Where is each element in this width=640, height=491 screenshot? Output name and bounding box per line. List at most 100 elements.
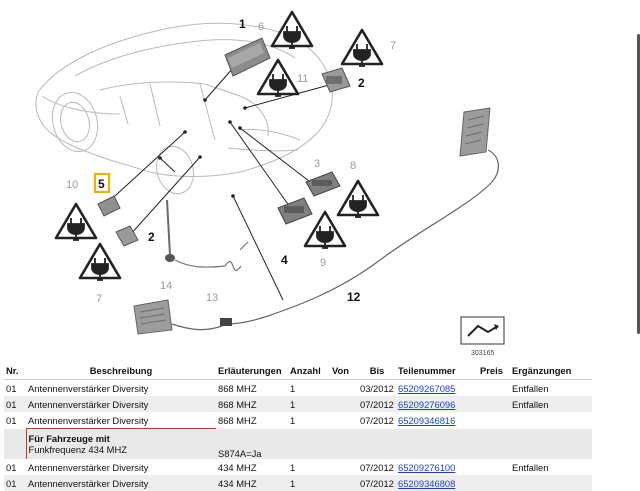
cell-bis: 07/2012: [360, 461, 394, 473]
cell-preis: [478, 396, 510, 412]
cell-erlaeuterungen: 434 MHZ: [218, 461, 257, 473]
cell-ergaenzungen: Entfallen: [510, 396, 592, 412]
cell-erlaeuterungen: 868 MHZ: [218, 414, 257, 426]
cell-teilenummer: 65209276096: [396, 396, 478, 412]
cell-nr: 01: [6, 382, 17, 394]
cell-preis: [478, 412, 510, 429]
cell-von: [330, 380, 358, 397]
col-header-erlaeuterungen: Erläuterungen: [216, 362, 288, 380]
cell-preis: [478, 475, 510, 491]
cell-von: [330, 396, 358, 412]
callout-11: 11: [297, 73, 308, 85]
cell-von: [330, 475, 358, 491]
cell-von: [330, 459, 358, 475]
callout-6: 6: [258, 21, 264, 33]
callout-2-lower: 2: [148, 230, 155, 244]
col-header-beschreibung: Beschreibung: [26, 362, 216, 380]
rear-window-antenna-panel: [459, 107, 491, 157]
table-row: 01 Antennenverstärker Diversity 434 MHZ …: [4, 459, 592, 475]
part-4-amplifier: [277, 197, 313, 225]
cell-von: [330, 412, 358, 429]
col-header-bis: Bis: [358, 362, 396, 380]
cell-anzahl: 1: [290, 461, 296, 473]
table-row: 01 Antennenverstärker Diversity 434 MHZ …: [4, 475, 592, 491]
cell-erlaeuterungen: 868 MHZ: [218, 382, 257, 394]
cell-bis: 07/2012: [358, 475, 396, 491]
col-header-anzahl: Anzahl: [288, 362, 330, 380]
note-subtitle: Funkfrequenz 434 MHZ: [28, 444, 127, 455]
cell-ergaenzungen: [510, 475, 592, 491]
cell-anzahl: 1: [288, 396, 330, 412]
warning-triangle-11: [256, 58, 300, 98]
col-header-von: Von: [330, 362, 358, 380]
warning-triangle-9: [303, 210, 347, 250]
part-2-bracket-upper: [321, 67, 351, 93]
note-empty-cell: [4, 428, 26, 459]
col-header-preis: Preis: [478, 362, 510, 380]
cell-erlaeuterungen: 868 MHZ: [216, 396, 288, 412]
cell-anzahl: 1: [288, 475, 330, 491]
cell-ergaenzungen: Entfallen: [512, 461, 549, 473]
cell-nr: 01: [6, 461, 17, 473]
part-3-amplifier: [305, 171, 341, 197]
callout-2-upper: 2: [358, 76, 365, 90]
callout-7-upper: 7: [390, 40, 396, 52]
cell-beschreibung: Antennenverstärker Diversity: [28, 382, 149, 394]
image-number: 303165: [471, 350, 494, 357]
table-row: 01 Antennenverstärker Diversity 868 MHZ …: [4, 380, 592, 397]
cell-teilenummer: 65209346808: [396, 475, 478, 491]
car-outline: [35, 22, 333, 195]
note-title: Für Fahrzeuge mit: [28, 433, 110, 444]
callout-5-highlight: [93, 172, 111, 194]
cell-anzahl: 1: [290, 414, 296, 426]
cell-preis: [478, 459, 510, 475]
parts-table: Nr. Beschreibung Erläuterungen Anzahl Vo…: [4, 362, 592, 491]
warning-triangle-7a: [340, 28, 384, 68]
part-number-link[interactable]: 65209346808: [398, 477, 456, 489]
note-row: Für Fahrzeuge mit Funkfrequenz 434 MHZ S…: [4, 428, 592, 459]
table-row: 01 Antennenverstärker Diversity 868 MHZ …: [4, 396, 592, 412]
cell-nr: 01: [4, 396, 26, 412]
part-5-amplifier: [97, 195, 121, 217]
cell-erlaeuterungen: 434 MHZ: [216, 475, 288, 491]
callout-14: 14: [160, 280, 172, 292]
part-number-link[interactable]: 65209346816: [398, 414, 456, 426]
cell-beschreibung: Antennenverstärker Diversity: [26, 475, 216, 491]
warning-triangle-7b: [78, 242, 122, 282]
col-header-teilenummer: Teilenummer: [396, 362, 478, 380]
cell-beschreibung: Antennenverstärker Diversity: [26, 396, 216, 412]
col-header-ergaenzungen: Ergänzungen: [510, 362, 592, 380]
note-value: S874A=Ja: [216, 428, 288, 459]
col-header-nr: Nr.: [4, 362, 26, 380]
callout-9: 9: [320, 257, 326, 269]
callout-3: 3: [314, 158, 320, 170]
cell-ergaenzungen: [510, 412, 592, 429]
warning-triangle-8: [336, 179, 380, 219]
cell-teilenummer: 65209276100: [396, 459, 478, 475]
cell-beschreibung: Antennenverstärker Diversity: [28, 414, 149, 426]
note-cell: Für Fahrzeuge mit Funkfrequenz 434 MHZ: [25, 428, 216, 459]
cell-ergaenzungen: Entfallen: [512, 382, 549, 394]
part-number-link[interactable]: 65209276100: [398, 461, 456, 473]
callout-8: 8: [350, 160, 356, 172]
cell-nr: 01: [6, 414, 17, 426]
cell-anzahl: 1: [290, 382, 296, 394]
vertical-scrollbar[interactable]: [637, 34, 640, 334]
callout-4: 4: [281, 253, 288, 267]
bumper-antenna-panel: [133, 299, 233, 335]
part-number-link[interactable]: 65209276096: [398, 398, 456, 410]
cell-teilenummer: 65209346816: [396, 412, 478, 429]
part-1-antenna-module: [224, 37, 271, 77]
parts-diagram: 1 2 2 3 4 5 6 7 7 8 9 10 11 12 13 14 303…: [35, 10, 505, 357]
cell-nr: 01: [4, 475, 26, 491]
part-12-cable: [225, 149, 499, 325]
table-header-row: Nr. Beschreibung Erläuterungen Anzahl Vo…: [4, 362, 592, 380]
callout-5: 5: [98, 177, 105, 191]
warning-triangle-6: [270, 10, 314, 50]
warning-triangle-10: [54, 202, 98, 242]
image-reference-box: [460, 316, 505, 345]
part-number-link[interactable]: 65209267085: [398, 382, 456, 394]
part-2-bracket-lower: [115, 225, 139, 247]
cell-bis: 03/2012: [360, 382, 394, 394]
cell-preis: [478, 380, 510, 397]
